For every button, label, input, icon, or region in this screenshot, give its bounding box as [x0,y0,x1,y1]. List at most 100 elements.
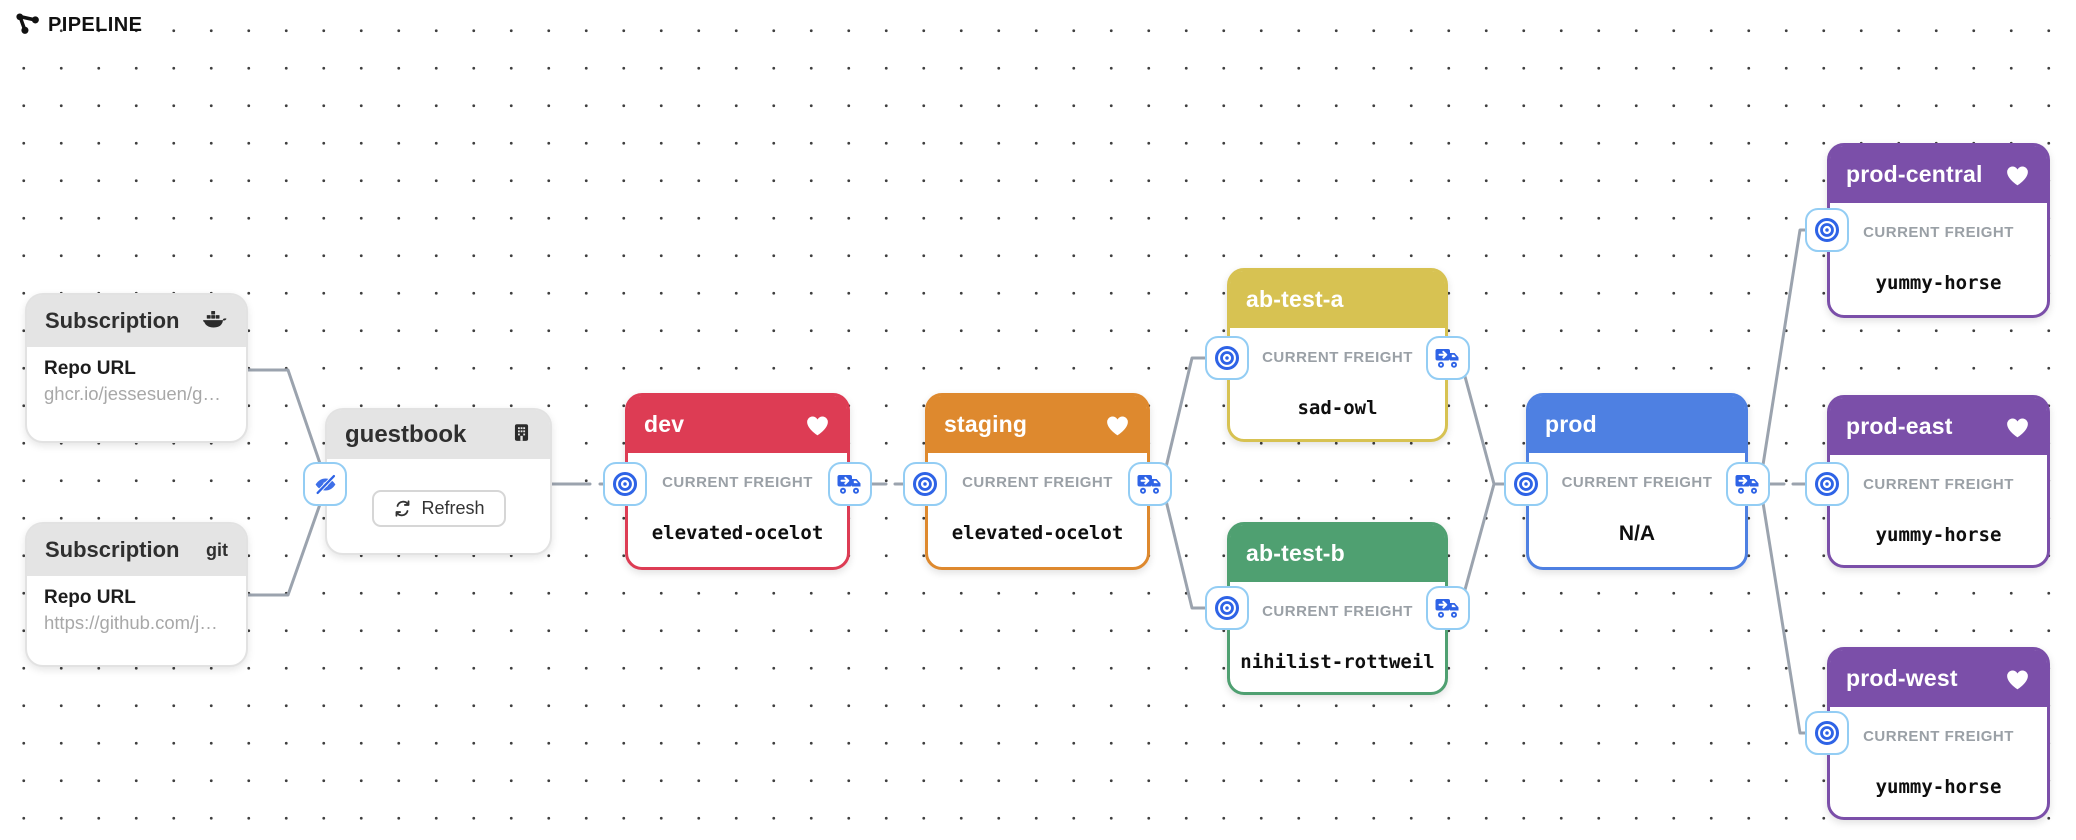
stage-title: prod-central [1846,161,1983,187]
refresh-button[interactable]: Refresh [372,490,506,527]
edge-sub-docker-to-warehouse [246,368,327,480]
target-badge-prod[interactable] [1504,462,1548,506]
freight-name: yummy-horse [1875,272,2002,294]
target-icon [1513,471,1539,497]
stage-body: CURRENT FREIGHT N/A [1529,474,1745,546]
stage-body: CURRENT FREIGHT yummy-horse [1830,476,2047,546]
heart-icon[interactable] [2004,415,2031,439]
truck-icon [837,475,861,494]
warehouse-header: guestbook [327,410,550,459]
page-title: PIPELINE [48,13,143,36]
truck-badge-dev[interactable] [828,462,872,506]
freight-name: elevated-ocelot [951,522,1124,544]
heart-icon[interactable] [804,413,831,437]
current-freight-label: CURRENT FREIGHT [1863,728,2014,745]
target-icon [912,471,938,497]
target-badge-ab-test-a[interactable] [1205,336,1249,380]
current-freight-label: CURRENT FREIGHT [1262,603,1413,620]
truck-badge-ab-test-a[interactable] [1426,336,1470,380]
stage-title: prod-east [1846,413,1953,439]
stage-title: prod-west [1846,665,1958,691]
truck-badge-staging[interactable] [1128,462,1172,506]
target-icon [1214,345,1240,371]
target-icon [1814,720,1840,746]
stage-title: staging [944,411,1028,437]
edge-sub-git-to-warehouse [246,488,327,597]
heart-icon[interactable] [2004,163,2031,187]
current-freight-label: CURRENT FREIGHT [662,474,813,491]
subscription-node-git[interactable]: Subscription git Repo URL https://github… [25,522,248,667]
stage-body: CURRENT FREIGHT sad-owl [1230,349,1445,419]
stage-body: CURRENT FREIGHT yummy-horse [1830,728,2047,798]
truck-badge-prod[interactable] [1726,462,1770,506]
stage-node-staging[interactable]: staging CURRENT FREIGHT elevated-ocelot [925,393,1150,570]
stage-node-prod-central[interactable]: prod-central CURRENT FREIGHT yummy-horse [1827,143,2050,318]
freight-name: nihilist-rottweil [1240,651,1435,673]
truck-badge-ab-test-b[interactable] [1426,586,1470,630]
stage-node-ab-test-b[interactable]: ab-test-b CURRENT FREIGHT nihilist-rottw… [1227,522,1448,695]
freight-name: yummy-horse [1875,776,2002,798]
stage-header: ab-test-a [1230,271,1445,328]
repo-url-value: ghcr.io/jessesuen/g… [44,383,221,404]
subscription-title: Subscription [45,308,180,333]
freight-name: N/A [1618,522,1656,545]
heart-icon[interactable] [2004,667,2031,691]
stage-body: CURRENT FREIGHT elevated-ocelot [928,474,1147,544]
stage-header: dev [628,396,847,453]
freight-name: sad-owl [1297,397,1378,419]
stage-header: ab-test-b [1230,525,1445,582]
stage-header: staging [928,396,1147,453]
target-badge-prod-central[interactable] [1805,208,1849,252]
current-freight-label: CURRENT FREIGHT [1561,474,1713,491]
hidden-subscriptions-badge[interactable] [303,462,347,506]
repo-url-label: Repo URL [44,587,136,608]
stage-title: prod [1545,411,1597,437]
subscription-body: Repo URL ghcr.io/jessesuen/g… [27,347,246,416]
edge-prod-to-prod-west [1746,482,1819,735]
stage-header: prod [1529,396,1745,453]
truck-icon [1435,349,1459,368]
subscription-body: Repo URL https://github.com/j… [27,576,246,645]
stage-title: ab-test-b [1246,540,1345,566]
pipeline-icon [14,10,39,40]
stage-body: CURRENT FREIGHT elevated-ocelot [628,474,847,544]
subscription-header: Subscription git [27,524,246,576]
current-freight-label: CURRENT FREIGHT [1262,349,1413,366]
target-icon [612,471,638,497]
stage-node-ab-test-a[interactable]: ab-test-a CURRENT FREIGHT sad-owl [1227,268,1448,442]
target-icon [1814,217,1840,243]
target-badge-dev[interactable] [603,462,647,506]
subscription-title: Subscription [45,537,180,562]
repo-url-value: https://github.com/j… [44,612,218,633]
target-badge-prod-west[interactable] [1805,711,1849,755]
warehouse-title: guestbook [345,420,467,448]
heart-icon[interactable] [1104,413,1131,437]
target-badge-staging[interactable] [903,462,947,506]
refresh-label: Refresh [421,498,485,518]
stage-node-prod-east[interactable]: prod-east CURRENT FREIGHT yummy-horse [1827,395,2050,568]
truck-icon [1735,475,1759,494]
truck-icon [1435,599,1459,618]
target-badge-ab-test-b[interactable] [1205,586,1249,630]
eye-slash-icon [312,471,339,498]
stage-body: CURRENT FREIGHT yummy-horse [1830,224,2047,294]
stage-title: dev [644,411,685,437]
stage-node-prod-west[interactable]: prod-west CURRENT FREIGHT yummy-horse [1827,647,2050,820]
target-icon [1214,595,1240,621]
stage-node-dev[interactable]: dev CURRENT FREIGHT elevated-ocelot [625,393,850,570]
subscription-node-docker[interactable]: Subscription Repo URL ghcr.io/jessesuen/… [25,293,248,443]
refresh-icon [393,499,412,518]
app-header: PIPELINE [14,10,142,40]
target-icon [1814,471,1840,497]
repo-url-label: Repo URL [44,358,136,379]
stage-header: prod-west [1830,650,2047,707]
target-badge-prod-east[interactable] [1805,462,1849,506]
current-freight-label: CURRENT FREIGHT [1863,224,2014,241]
warehouse-node-guestbook[interactable]: guestbook [325,408,552,555]
git-label: git [206,539,228,560]
docker-icon [201,308,228,335]
subscription-header: Subscription [27,295,246,347]
warehouse-icon [511,422,532,448]
stage-node-prod[interactable]: prod CURRENT FREIGHT N/A [1526,393,1748,570]
